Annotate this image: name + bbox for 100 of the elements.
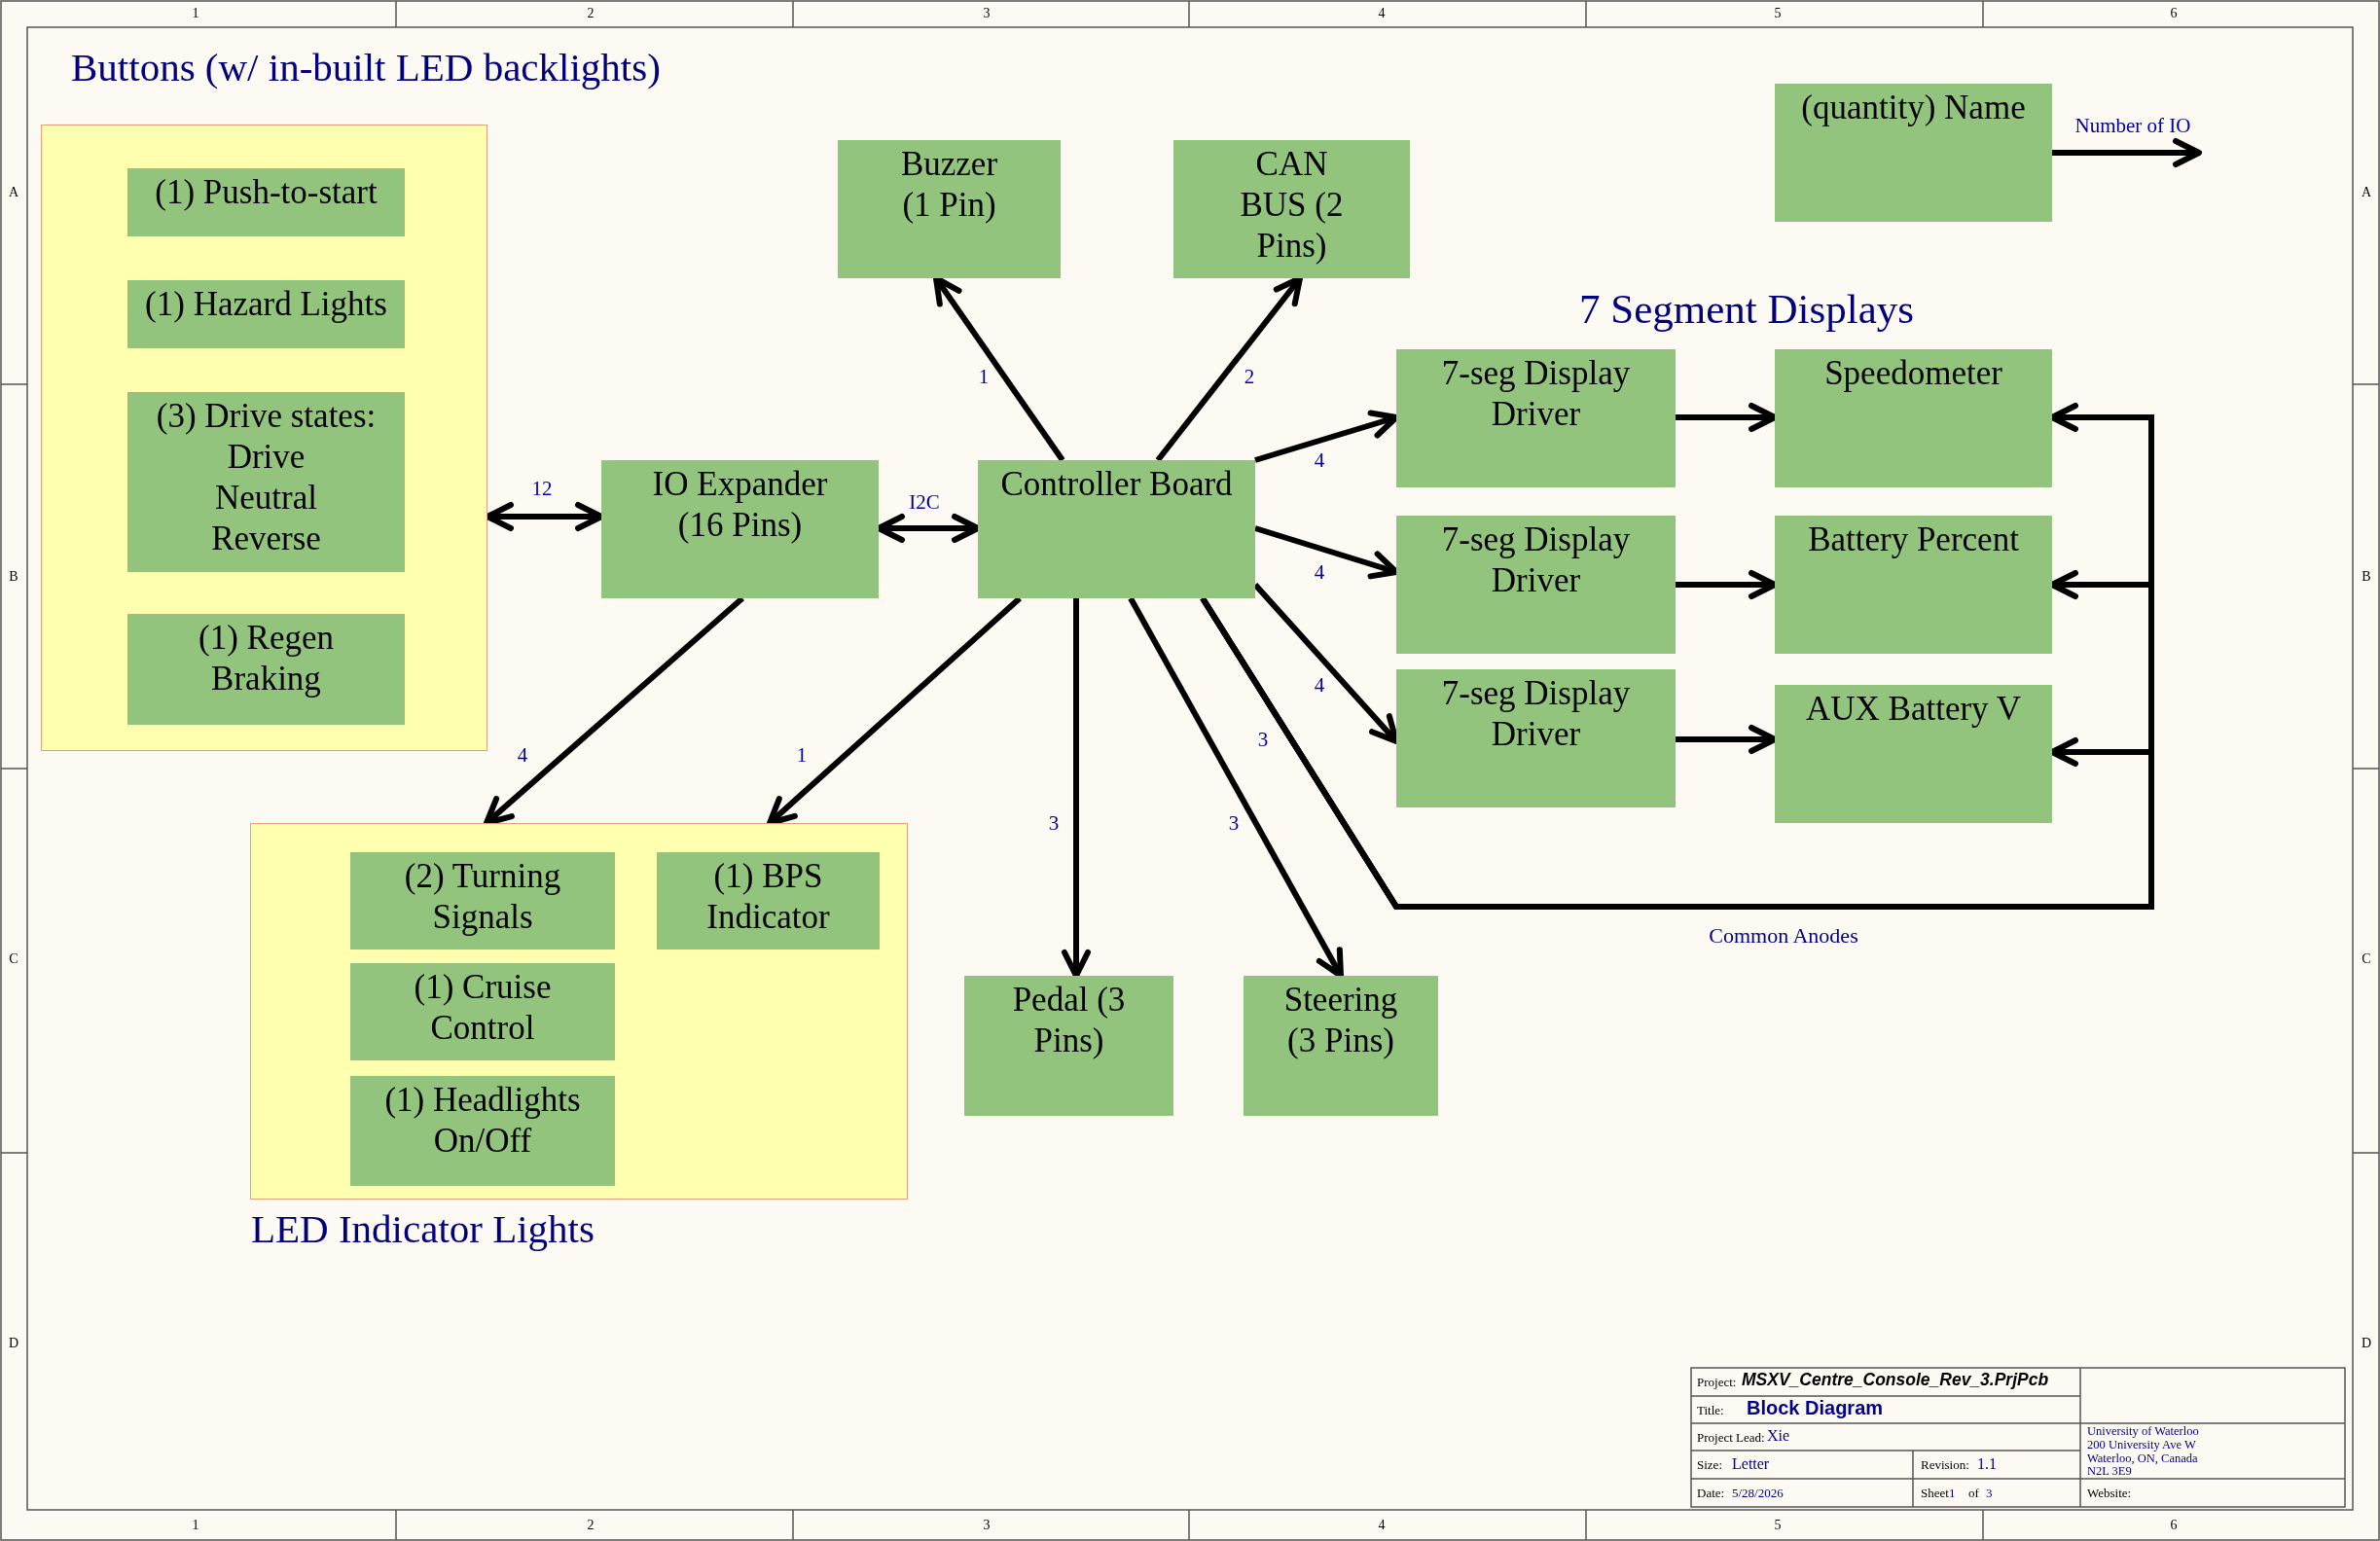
box-label: Drive Neutral Reverse bbox=[211, 437, 321, 559]
process-box bbox=[838, 140, 1061, 278]
process-box bbox=[978, 460, 1255, 598]
zone-number: 5 bbox=[1774, 6, 1782, 21]
process-box bbox=[350, 852, 615, 950]
section-title: 7 Segment Displays bbox=[1579, 286, 1914, 333]
field-label: Website: bbox=[2087, 1486, 2132, 1501]
field-label: Date: bbox=[1697, 1486, 1725, 1501]
box-label: Pedal (3 Pins) bbox=[1011, 980, 1127, 1061]
process-box bbox=[1396, 669, 1676, 807]
zone-number: 2 bbox=[587, 6, 595, 21]
field-value: 1.1 bbox=[1977, 1455, 1997, 1473]
field-value: Block Diagram bbox=[1747, 1397, 1884, 1418]
process-box bbox=[1775, 349, 2052, 487]
zone-number: 5 bbox=[1774, 1518, 1782, 1533]
field-label: Project Lead: bbox=[1697, 1430, 1765, 1446]
arrow bbox=[1062, 598, 1091, 979]
zone-number: 1 bbox=[192, 1518, 199, 1533]
field-label: Revision: bbox=[1921, 1457, 1969, 1473]
box-label: 7-seg Display Driver bbox=[1440, 353, 1632, 435]
process-box bbox=[127, 614, 405, 725]
arrow bbox=[767, 595, 1022, 826]
box-label: CAN BUS (2 Pins) bbox=[1239, 144, 1345, 267]
zone-letter: D bbox=[8, 1336, 19, 1351]
zone-number: 6 bbox=[2170, 6, 2178, 21]
process-box bbox=[1775, 685, 2052, 823]
process-box bbox=[127, 280, 405, 348]
zone-letter: B bbox=[2362, 569, 2371, 585]
process-box bbox=[964, 976, 1173, 1116]
arrow bbox=[484, 595, 744, 826]
process-box bbox=[657, 852, 880, 950]
arrow bbox=[1676, 403, 1778, 432]
zone-number: 6 bbox=[2170, 1518, 2178, 1533]
arrow bbox=[1155, 275, 1303, 462]
group-title: Buttons (w/ in-built LED backlights) bbox=[71, 44, 661, 90]
box-label: (quantity) Name bbox=[1801, 88, 2026, 128]
arrow bbox=[1254, 410, 1399, 463]
zone-letter: B bbox=[9, 569, 18, 585]
arrow bbox=[1676, 570, 1778, 599]
box-label: Steering (3 Pins) bbox=[1282, 980, 1399, 1061]
field-label: Project: bbox=[1697, 1375, 1737, 1390]
arrow bbox=[1254, 525, 1399, 580]
box-label: Buzzer (1 Pin) bbox=[899, 144, 999, 226]
box-label: (3) Drive states: bbox=[156, 396, 377, 437]
legend-box bbox=[1775, 84, 2052, 222]
field-label: of bbox=[1968, 1486, 1979, 1501]
box-label: (1) Cruise Control bbox=[413, 967, 553, 1049]
note-text: Common Anodes bbox=[1709, 923, 1858, 949]
process-box bbox=[127, 392, 405, 572]
process-box bbox=[1244, 976, 1438, 1116]
arrow bbox=[1128, 596, 1344, 979]
arrow bbox=[876, 514, 981, 543]
process-box bbox=[1396, 349, 1676, 487]
box-label: 7-seg Display Driver bbox=[1440, 520, 1632, 601]
field-label: Size: bbox=[1697, 1457, 1722, 1473]
field-value: 5/28/2026 bbox=[1732, 1486, 1784, 1501]
process-box bbox=[350, 1076, 615, 1186]
box-label: (1) Push-to-start bbox=[155, 172, 378, 213]
field-value: Letter bbox=[1732, 1455, 1770, 1473]
box-label: Controller Board bbox=[1000, 464, 1233, 505]
box-label: (2) Turning Signals bbox=[403, 856, 562, 938]
arrow bbox=[485, 502, 604, 531]
field-label: Title: bbox=[1697, 1403, 1724, 1418]
field-value: Xie bbox=[1767, 1427, 1790, 1445]
field-value: 3 bbox=[1986, 1486, 1993, 1501]
zone-number: 3 bbox=[983, 1518, 991, 1533]
process-box bbox=[1173, 140, 1410, 278]
zone-number: 4 bbox=[1378, 1518, 1386, 1533]
zone-number: 4 bbox=[1378, 6, 1386, 21]
process-box bbox=[350, 963, 615, 1060]
arrow bbox=[933, 275, 1065, 462]
box-label: (1) Hazard Lights bbox=[145, 284, 387, 325]
box-label: Speedometer bbox=[1824, 353, 2002, 394]
arrow bbox=[2052, 138, 2202, 167]
zone-number: 2 bbox=[587, 1518, 595, 1533]
box-label: (1) Regen Braking bbox=[198, 618, 335, 699]
process-box bbox=[1775, 516, 2052, 654]
process-box bbox=[601, 460, 879, 598]
box-label: Battery Percent bbox=[1808, 520, 2019, 560]
box-label: IO Expander (16 Pins) bbox=[651, 464, 829, 546]
zone-letter: C bbox=[2362, 951, 2371, 967]
field-value: 1 bbox=[1949, 1486, 1956, 1501]
arrow bbox=[1252, 583, 1399, 744]
zone-number: 3 bbox=[983, 6, 991, 21]
box-label: (1) Headlights On/Off bbox=[383, 1080, 582, 1162]
zone-letter: A bbox=[8, 185, 19, 200]
process-box bbox=[1396, 516, 1676, 654]
zone-letter: D bbox=[2361, 1336, 2372, 1351]
box-label: 7-seg Display Driver bbox=[1440, 673, 1632, 755]
zone-letter: A bbox=[2361, 185, 2372, 200]
zone-number: 1 bbox=[192, 6, 199, 21]
group-title: LED Indicator Lights bbox=[251, 1205, 595, 1252]
zone-letter: C bbox=[9, 951, 18, 967]
box-label: AUX Battery V bbox=[1806, 689, 2021, 730]
field-value: MSXV_Centre_Console_Rev_3.PrjPcb bbox=[1742, 1371, 2049, 1390]
address-text: University of Waterloo 200 University Ave W Waterloo, ON, Canada N2L 3E9 bbox=[2087, 1425, 2200, 1479]
field-label: Sheet bbox=[1921, 1486, 1949, 1501]
box-label: (1) BPS Indicator bbox=[705, 856, 831, 938]
process-box bbox=[127, 168, 405, 236]
arrow bbox=[1676, 725, 1778, 754]
